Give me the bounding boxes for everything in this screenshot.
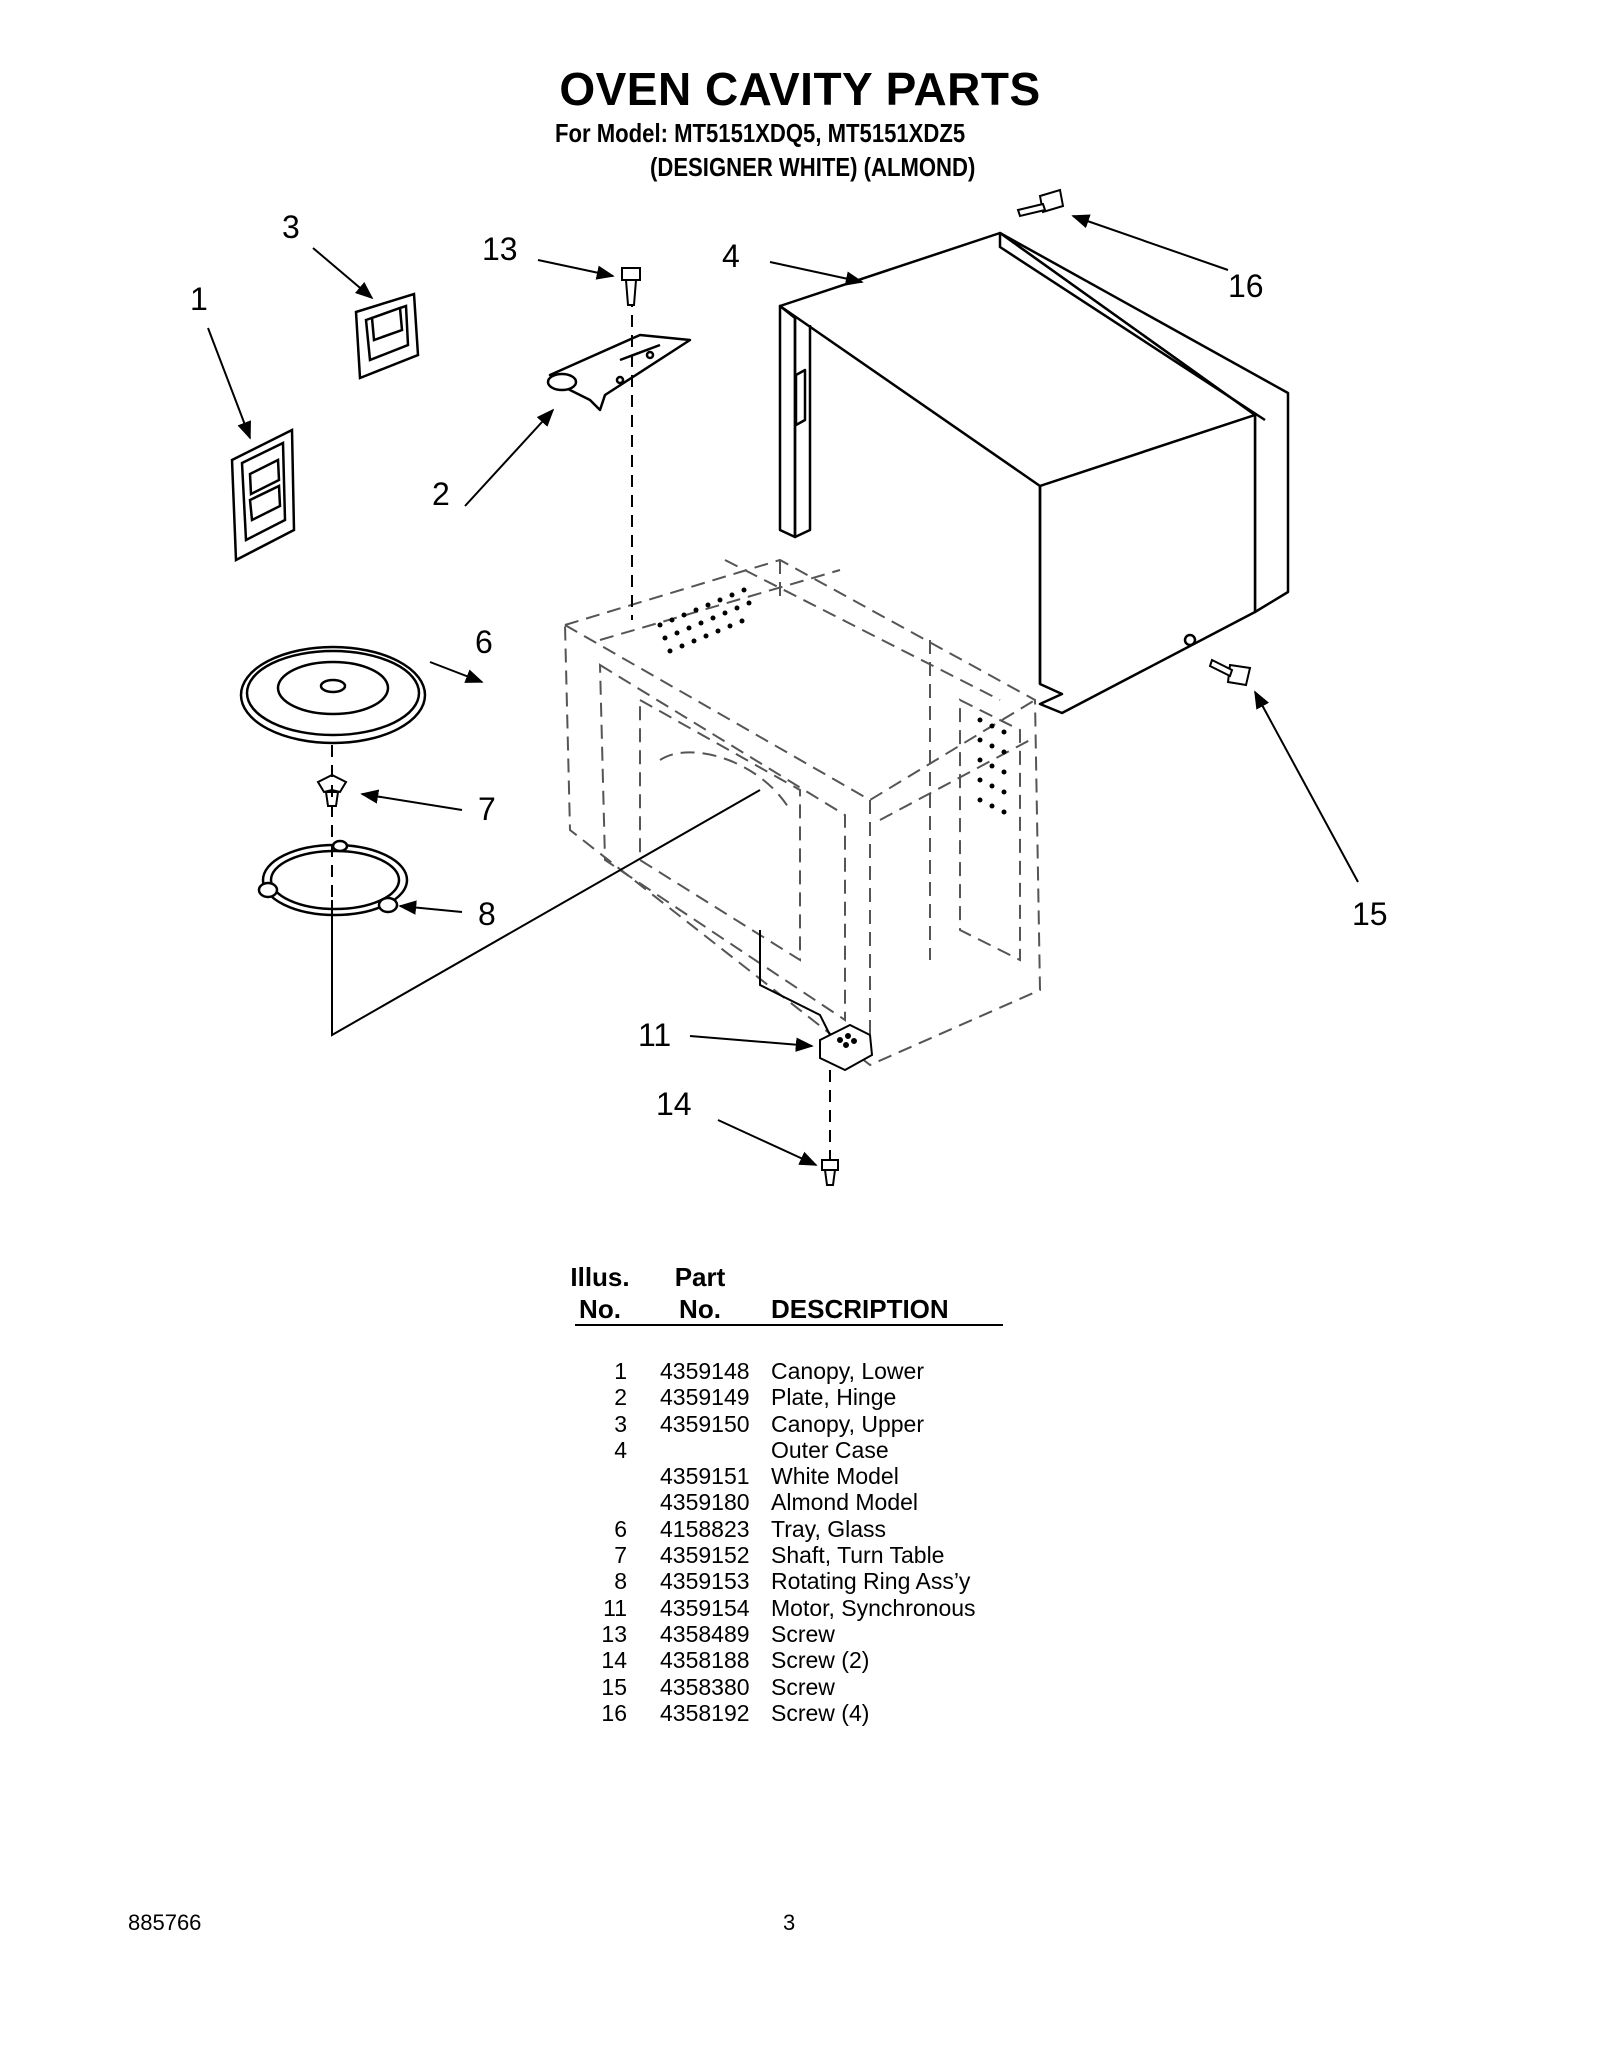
part-no: 4359180 xyxy=(660,1489,750,1516)
table-row: 8 4359153 Rotating Ring Ass’y xyxy=(575,1568,1005,1594)
illus-no: 11 xyxy=(603,1594,627,1621)
illus-no: 15 xyxy=(601,1673,627,1700)
rotating-ring-drawing xyxy=(257,839,409,917)
illus-no: 2 xyxy=(614,1384,627,1411)
header-part-line2: No. xyxy=(679,1294,721,1324)
vent-holes-top xyxy=(657,587,752,654)
synchronous-motor-drawing xyxy=(819,1023,874,1072)
upper-canopy-drawing xyxy=(354,292,420,380)
callout-7: 7 xyxy=(478,791,496,827)
callout-11: 11 xyxy=(638,1017,671,1053)
callout-8: 8 xyxy=(478,896,496,932)
description: Motor, Synchronous xyxy=(771,1594,976,1621)
description: Screw xyxy=(771,1673,835,1700)
part-no: 4358188 xyxy=(660,1647,750,1674)
table-row: 4 Outer Case xyxy=(575,1437,1005,1463)
part-no: 4359150 xyxy=(660,1410,750,1437)
description: White Model xyxy=(771,1463,899,1490)
model-line-1: For Model: MT5151XDQ5, MT5151XDZ5 xyxy=(555,118,966,148)
screw-14-drawing xyxy=(821,1159,839,1186)
parts-table-body: 1 4359148 Canopy, Lower 2 4359149 Plate, Hing… xyxy=(575,1358,1005,1726)
parts-table: Illus. No. Part No. DESCRIPTION 1 4359148… xyxy=(570,1262,1005,1726)
part-no: 4359151 xyxy=(660,1463,750,1490)
description: Plate, Hinge xyxy=(771,1384,897,1411)
table-row: 15 4358380 Screw xyxy=(575,1674,1005,1700)
description: Rotating Ring Ass’y xyxy=(771,1568,971,1595)
description: Screw xyxy=(771,1620,835,1647)
vent-holes-side xyxy=(977,717,1007,815)
callout-1: 1 xyxy=(190,281,208,317)
part-no: 4359149 xyxy=(660,1384,750,1411)
table-row: 6 4158823 Tray, Glass xyxy=(575,1516,1005,1542)
exploded-parts-diagram: 1 2 3 4 6 7 8 11 13 14 15 16 xyxy=(190,188,1388,1186)
motor-connector-line xyxy=(759,930,831,1036)
lower-canopy-drawing xyxy=(230,427,296,563)
callout-2: 2 xyxy=(432,476,450,512)
table-row: 2 4359149 Plate, Hinge xyxy=(575,1384,1005,1410)
parts-table-header: Illus. No. Part No. DESCRIPTION xyxy=(570,1262,1005,1334)
callout-15: 15 xyxy=(1352,896,1388,932)
description: Shaft, Turn Table xyxy=(771,1542,945,1569)
table-row: 7 4359152 Shaft, Turn Table xyxy=(575,1542,1005,1568)
header-rule xyxy=(575,1324,1003,1326)
description: Screw (2) xyxy=(771,1647,870,1674)
illus-no: 8 xyxy=(614,1568,627,1595)
model-line-2: (DESIGNER WHITE) (ALMOND) xyxy=(650,152,976,182)
screw-15-drawing xyxy=(1208,658,1252,687)
page-title: OVEN CAVITY PARTS xyxy=(559,63,1041,115)
screw-16-drawing xyxy=(1016,188,1065,218)
header-description: DESCRIPTION xyxy=(771,1294,949,1324)
table-row: 1 4359148 Canopy, Lower xyxy=(575,1358,1005,1384)
table-row: 11 4359154 Motor, Synchronous xyxy=(575,1595,1005,1621)
description: Tray, Glass xyxy=(771,1515,887,1542)
part-no: 4358489 xyxy=(660,1620,750,1647)
part-no: 4359153 xyxy=(660,1568,750,1595)
description: Canopy, Upper xyxy=(771,1410,924,1437)
illus-no: 3 xyxy=(614,1410,627,1437)
callout-13: 13 xyxy=(482,231,518,267)
description: Almond Model xyxy=(771,1489,919,1516)
glass-tray-drawing xyxy=(239,645,427,745)
callout-arrows xyxy=(207,214,1359,1166)
outer-case-drawing xyxy=(778,231,1290,715)
callout-6: 6 xyxy=(475,624,493,660)
illus-no: 13 xyxy=(601,1620,627,1647)
table-row: 14 4358188 Screw (2) xyxy=(575,1647,1005,1673)
table-row: 4359180 Almond Model xyxy=(575,1489,1005,1515)
description: Outer Case xyxy=(771,1436,889,1463)
description: Canopy, Lower xyxy=(771,1358,924,1384)
table-row: 4359151 White Model xyxy=(575,1463,1005,1489)
part-no: 4358380 xyxy=(660,1673,750,1700)
page-number: 3 xyxy=(783,1910,796,1935)
header-part-line1: Part xyxy=(674,1262,726,1292)
part-no: 4358192 xyxy=(660,1699,750,1726)
part-no: 4359148 xyxy=(660,1358,750,1384)
callout-14: 14 xyxy=(656,1086,692,1122)
header-illus-line1: Illus. xyxy=(570,1262,630,1292)
doc-number: 885766 xyxy=(128,1910,202,1935)
illus-no: 7 xyxy=(614,1542,627,1569)
turntable-shaft-drawing xyxy=(316,773,348,807)
table-row: 3 4359150 Canopy, Upper xyxy=(575,1411,1005,1437)
description: Screw (4) xyxy=(771,1699,870,1726)
screw-13-drawing xyxy=(621,267,641,306)
illus-no: 6 xyxy=(614,1515,627,1542)
ring-connector-line xyxy=(331,789,761,1037)
header-illus-line2: No. xyxy=(579,1294,621,1324)
callout-3: 3 xyxy=(282,209,300,245)
table-row: 13 4358489 Screw xyxy=(575,1621,1005,1647)
part-no: 4359152 xyxy=(660,1542,750,1569)
illus-no: 4 xyxy=(614,1436,627,1463)
callout-16: 16 xyxy=(1228,268,1264,304)
illus-no: 16 xyxy=(601,1699,627,1726)
part-no: 4359154 xyxy=(660,1594,750,1621)
part-no: 4158823 xyxy=(660,1515,750,1542)
oven-cavity-wireframe xyxy=(563,558,1042,1067)
illus-no: 14 xyxy=(601,1647,627,1674)
table-row: 16 4358192 Screw (4) xyxy=(575,1700,1005,1726)
illus-no: 1 xyxy=(614,1358,627,1384)
hinge-plate-drawing xyxy=(546,333,692,412)
callout-4: 4 xyxy=(722,238,740,274)
